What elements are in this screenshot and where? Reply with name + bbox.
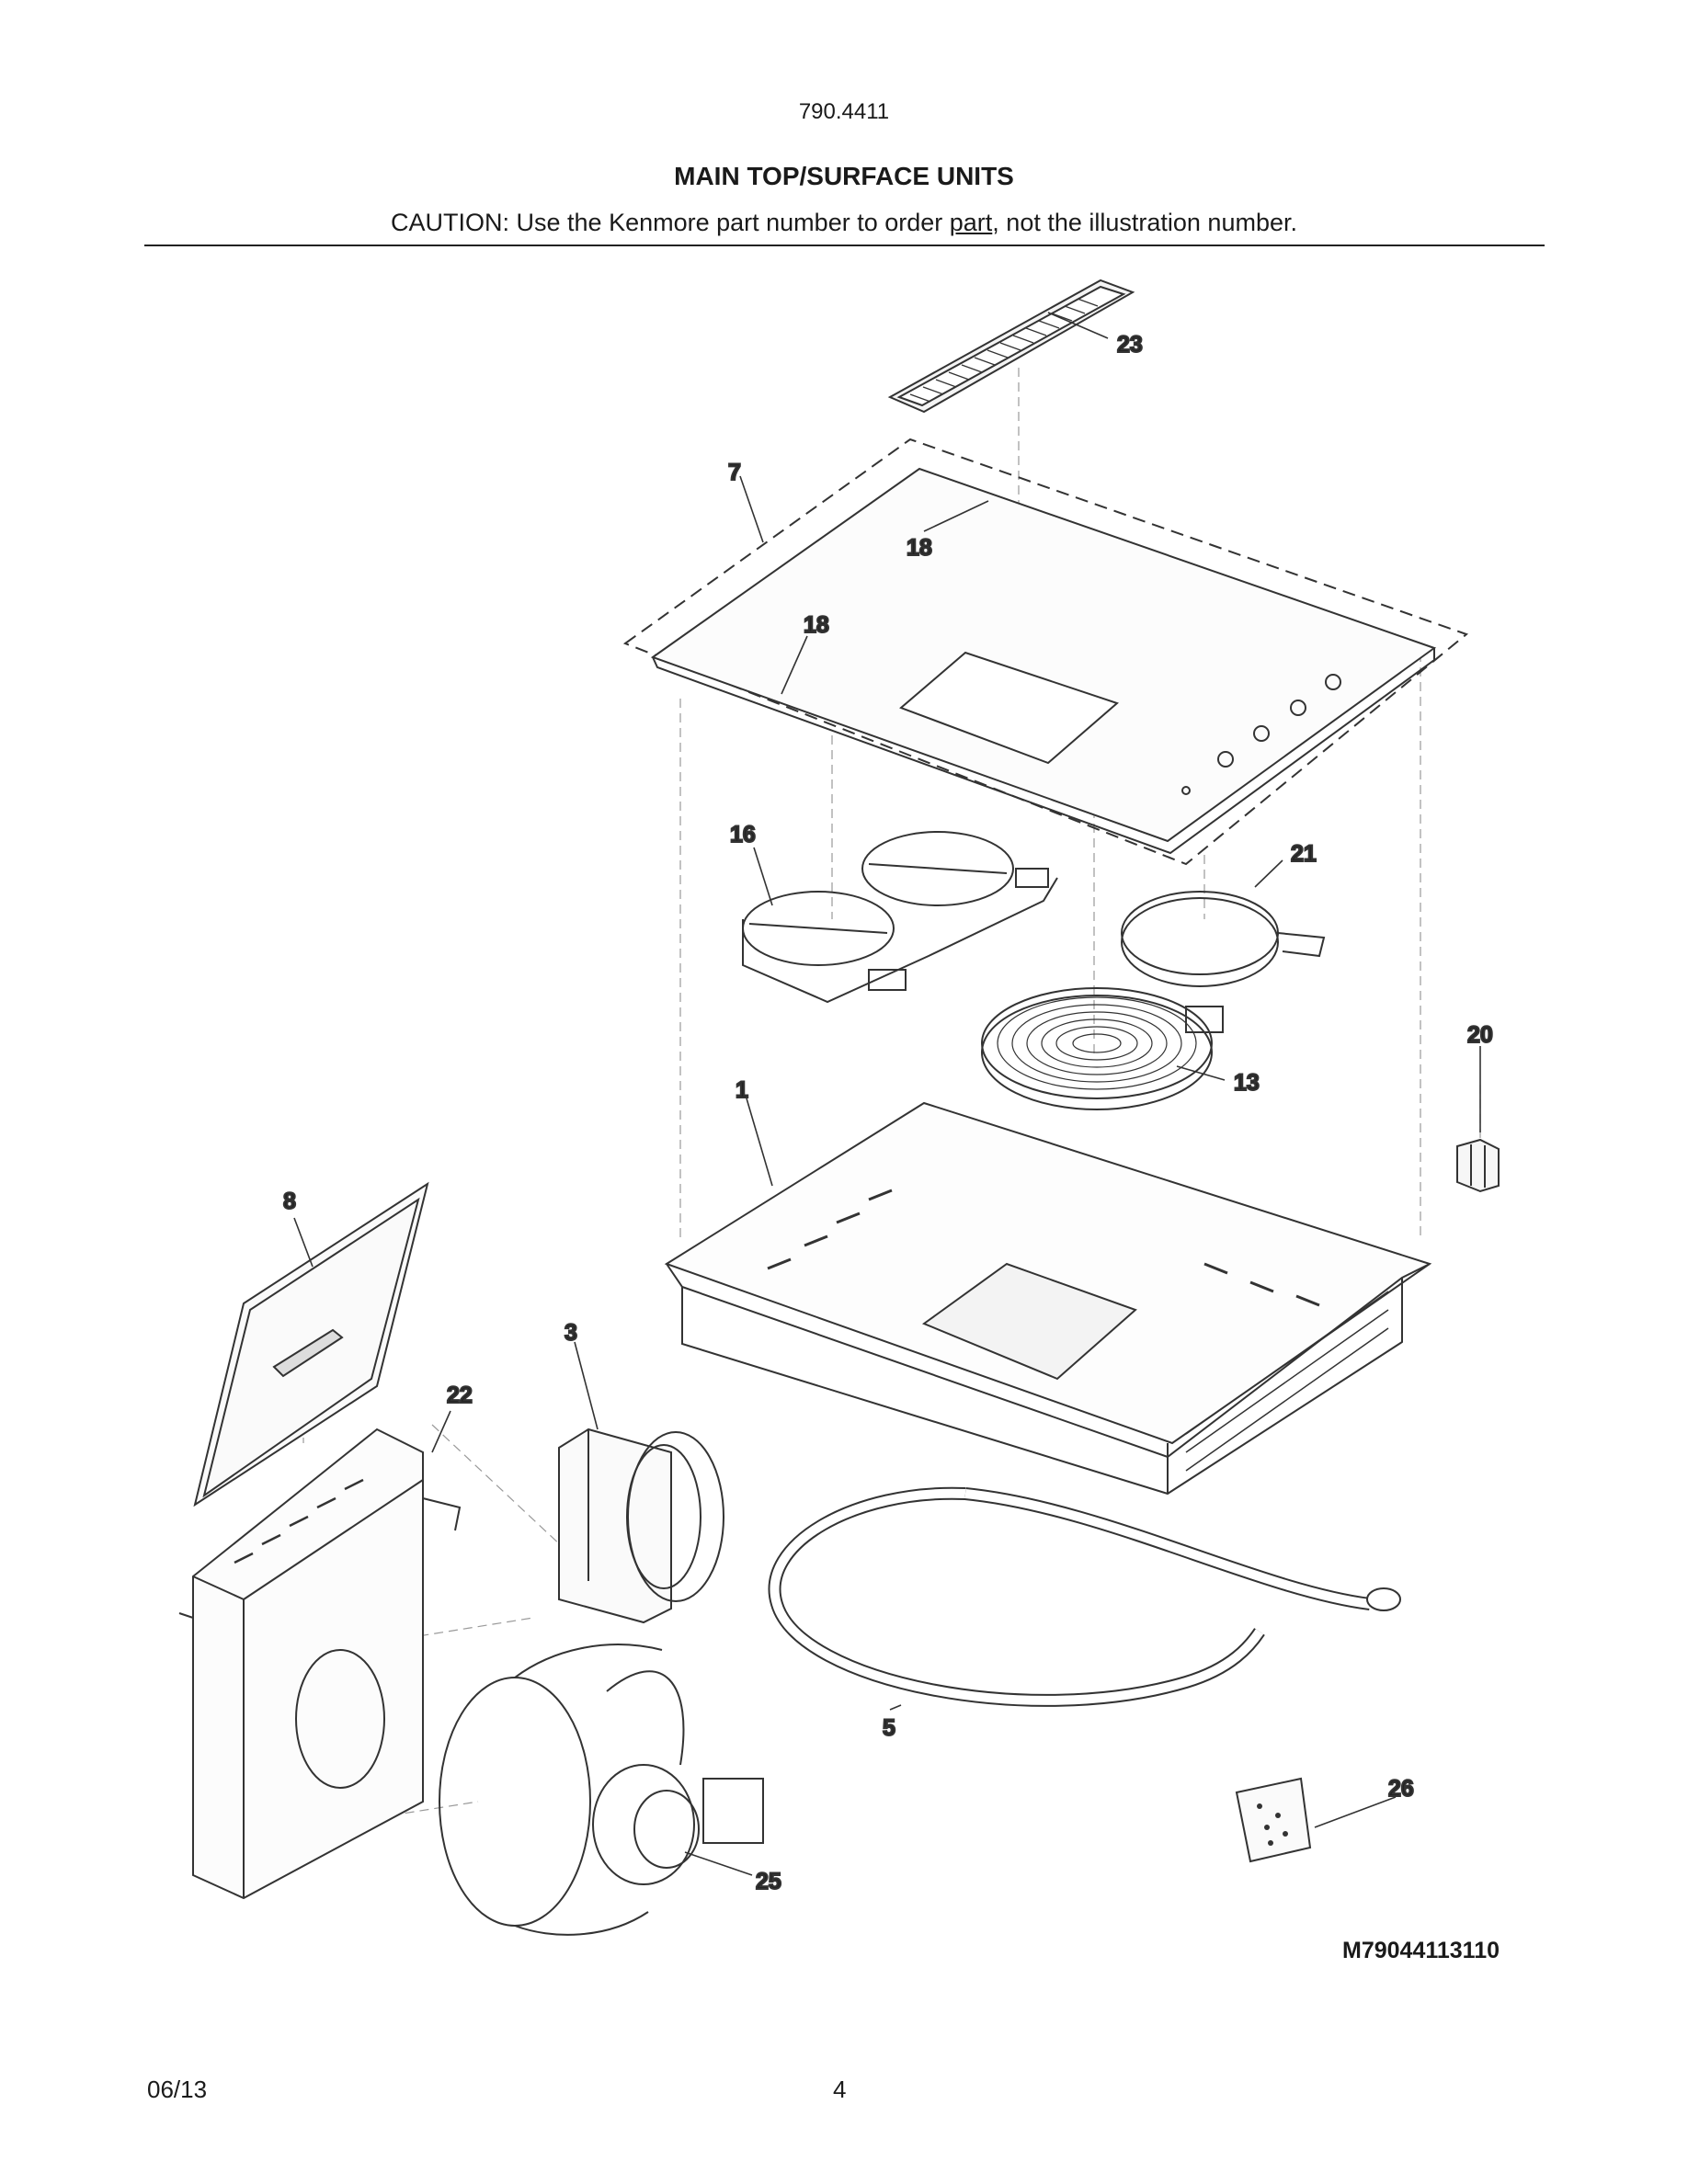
radiant-surface-element bbox=[981, 987, 1224, 1110]
callout-leaders bbox=[293, 312, 1481, 1876]
caution-note: CAUTION: Use the Kenmore part number to … bbox=[0, 209, 1688, 237]
figure-code: M79044113110 bbox=[1342, 1938, 1500, 1963]
burner-box bbox=[664, 1101, 1432, 1496]
callout-20: 20 bbox=[1467, 1022, 1493, 1048]
callout-23: 23 bbox=[1117, 332, 1143, 358]
callout-25: 25 bbox=[756, 1869, 781, 1894]
callout-7: 7 bbox=[728, 460, 741, 485]
callout-26: 26 bbox=[1388, 1776, 1414, 1802]
callout-18-lower: 18 bbox=[804, 612, 829, 638]
dual-element-bracket bbox=[742, 831, 1058, 1004]
callout-8: 8 bbox=[283, 1189, 296, 1214]
footer-date: 06/13 bbox=[147, 2076, 208, 2103]
header-divider bbox=[144, 245, 1545, 246]
caution-prefix: CAUTION: Use the Kenmore part number to … bbox=[391, 209, 950, 236]
power-cable bbox=[768, 1486, 1401, 1707]
callout-18-upper: 18 bbox=[907, 535, 932, 561]
main-top-glass bbox=[622, 438, 1469, 866]
model-number: 790.4411 bbox=[798, 99, 890, 124]
callout-3: 3 bbox=[565, 1320, 577, 1346]
callout-5: 5 bbox=[883, 1715, 895, 1741]
page-number: 4 bbox=[833, 2076, 847, 2103]
caution-underlined-word: part bbox=[949, 209, 993, 236]
callout-22: 22 bbox=[447, 1382, 473, 1408]
element-ring bbox=[1121, 891, 1326, 987]
caution-suffix: , not the illustration number. bbox=[992, 209, 1297, 236]
blower-transition bbox=[558, 1428, 724, 1624]
callout-16: 16 bbox=[730, 822, 756, 847]
hardware-bag bbox=[1235, 1777, 1312, 1863]
duct-housing bbox=[178, 1428, 462, 1900]
callout-13: 13 bbox=[1234, 1070, 1260, 1096]
page-title: MAIN TOP/SURFACE UNITS bbox=[674, 162, 1014, 190]
vent-grille bbox=[887, 279, 1135, 414]
callout-1: 1 bbox=[736, 1077, 748, 1103]
bracket-clip bbox=[1456, 1138, 1500, 1193]
blower-motor-assembly bbox=[439, 1644, 764, 1936]
cover-panel bbox=[193, 1181, 429, 1507]
callout-21: 21 bbox=[1291, 841, 1317, 867]
